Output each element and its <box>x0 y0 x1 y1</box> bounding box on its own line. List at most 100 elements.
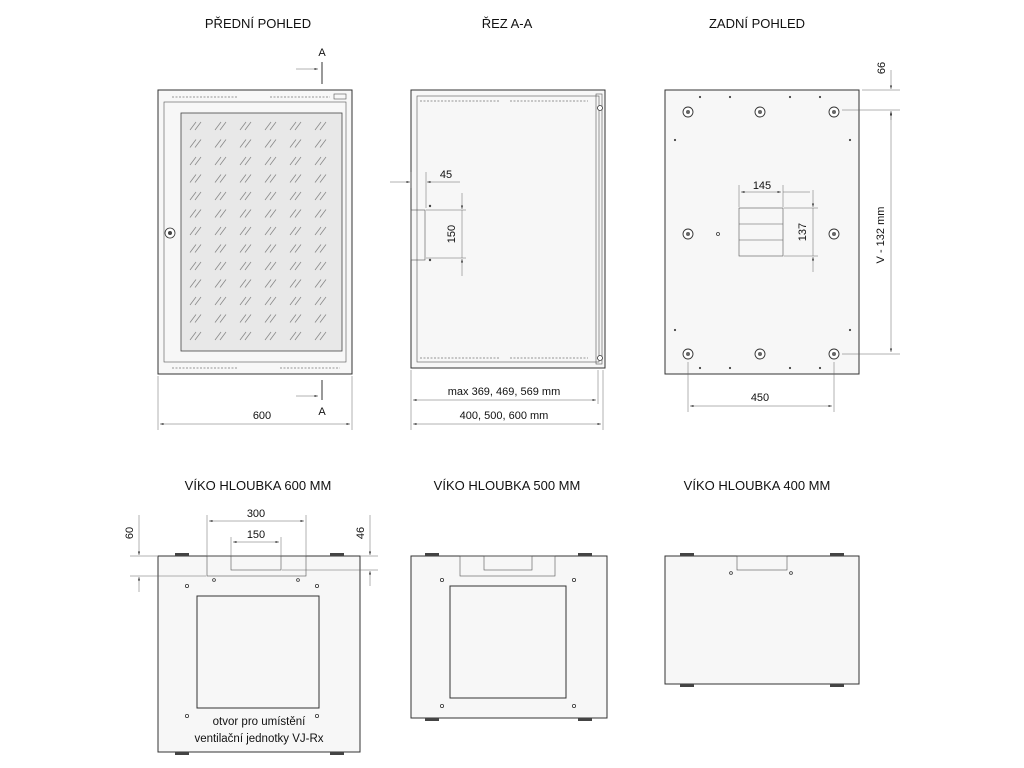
perforation-slot <box>269 244 277 253</box>
perforation-slot <box>269 156 277 166</box>
rear-dim-450-label: 450 <box>751 392 769 404</box>
perforation-slot <box>269 261 277 271</box>
perforation-slot <box>294 156 302 166</box>
perforation-slot <box>214 261 222 271</box>
lid-400-view <box>664 553 860 687</box>
perforation-slot <box>194 191 202 201</box>
rear-small-hole <box>848 328 852 332</box>
perforation-slot <box>269 226 277 236</box>
perforation-slot <box>289 244 297 253</box>
perforation-slot <box>319 261 327 271</box>
perforation-slot <box>214 191 222 201</box>
perforation-slot <box>239 314 247 323</box>
perforation-slot <box>189 121 197 131</box>
perforation-slot <box>314 331 322 341</box>
perforation-slot <box>244 296 252 306</box>
perforation-slot <box>189 279 197 288</box>
perforation-slot <box>194 279 202 288</box>
front-view-title: PŘEDNÍ POHLED <box>205 16 311 31</box>
rear-dim-66-label: 66 <box>876 62 888 74</box>
perforation-slot <box>189 331 197 341</box>
perforation-slot <box>189 139 197 148</box>
rear-cabinet-outline <box>664 89 860 375</box>
glass-perforation-pattern <box>189 121 327 341</box>
perforation-slot <box>264 191 272 201</box>
lid-400-rear-cutout <box>736 555 788 571</box>
perforation-slot <box>189 174 197 183</box>
perforation-slot <box>244 331 252 341</box>
perforation-slot <box>314 174 322 183</box>
perforation-slot <box>244 209 252 218</box>
perforation-slot <box>294 121 302 131</box>
perforation-slot <box>189 261 197 271</box>
perforation-slot <box>314 296 322 306</box>
perforation-slot <box>239 331 247 341</box>
perforation-slot <box>289 226 297 236</box>
perforation-slot <box>219 261 227 271</box>
perforation-slot <box>219 331 227 341</box>
perforation-slot <box>264 139 272 148</box>
perforation-slot <box>244 244 252 253</box>
lid-600-note-line2: ventilační jednotky VJ-Rx <box>194 733 323 745</box>
perforation-slot <box>239 226 247 236</box>
perforation-slot <box>319 279 327 288</box>
perforation-slot <box>214 226 222 236</box>
lid-600-outline <box>157 555 361 753</box>
perforation-slot <box>194 261 202 271</box>
section-door-profile <box>595 93 603 365</box>
perforation-slot <box>264 244 272 253</box>
perforation-slot <box>214 156 222 166</box>
rear-view-title: ZADNÍ POHLED <box>709 16 805 31</box>
section-dim-max-label: max 369, 469, 569 mm <box>448 386 561 398</box>
lid-600-view: 300 150 60 46 otvor pro umístění ventila… <box>124 508 378 755</box>
rear-mounting-hole-core <box>686 352 690 356</box>
rear-view: 66 V - 132 mm 145 137 450 <box>664 62 900 412</box>
perforation-slot <box>239 296 247 306</box>
perforation-slot <box>269 174 277 183</box>
perforation-slot <box>189 191 197 201</box>
perforation-slot <box>269 139 277 148</box>
perforation-slot <box>289 174 297 183</box>
perforation-slot <box>194 156 202 166</box>
perforation-slot <box>289 261 297 271</box>
perforation-slot <box>194 331 202 341</box>
rear-mounting-holes <box>673 95 852 370</box>
perforation-slot <box>294 331 302 341</box>
section-rear-opening <box>410 209 426 261</box>
lid-500-ventilation-opening <box>449 585 567 699</box>
perforation-slot <box>319 156 327 166</box>
perforation-slot <box>219 279 227 288</box>
rear-small-hole <box>728 366 732 370</box>
section-dim-45-label: 45 <box>440 169 452 181</box>
perforation-slot <box>214 296 222 306</box>
section-dim-150-label: 150 <box>446 225 458 243</box>
perforation-slot <box>194 209 202 218</box>
section-view: 45 150 max 369, 469, 569 mm 400, 500, 60… <box>390 89 606 430</box>
perforation-slot <box>239 174 247 183</box>
perforation-slot <box>294 226 302 236</box>
perforation-slot <box>314 156 322 166</box>
perforation-slot <box>244 121 252 131</box>
rear-dim-145-label: 145 <box>753 180 771 192</box>
perforation-slot <box>194 139 202 148</box>
perforation-slot <box>214 279 222 288</box>
rear-small-hole <box>818 95 822 99</box>
perforation-slot <box>319 191 327 201</box>
lid-600-dim-60-label: 60 <box>124 527 136 539</box>
perforation-slot <box>289 331 297 341</box>
perforation-slot <box>239 209 247 218</box>
perforation-slot <box>314 279 322 288</box>
perforation-slot <box>314 261 322 271</box>
perforation-slot <box>219 191 227 201</box>
perforation-slot <box>244 191 252 201</box>
section-marker-top-label: A <box>318 47 326 59</box>
perforation-slot <box>239 244 247 253</box>
perforation-slot <box>289 139 297 148</box>
perforation-slot <box>319 244 327 253</box>
perforation-slot <box>214 314 222 323</box>
perforation-slot <box>194 226 202 236</box>
perforation-slot <box>219 121 227 131</box>
lid-600-inner-cutout <box>230 555 282 571</box>
perforation-slot <box>214 139 222 148</box>
perforation-slot <box>239 279 247 288</box>
